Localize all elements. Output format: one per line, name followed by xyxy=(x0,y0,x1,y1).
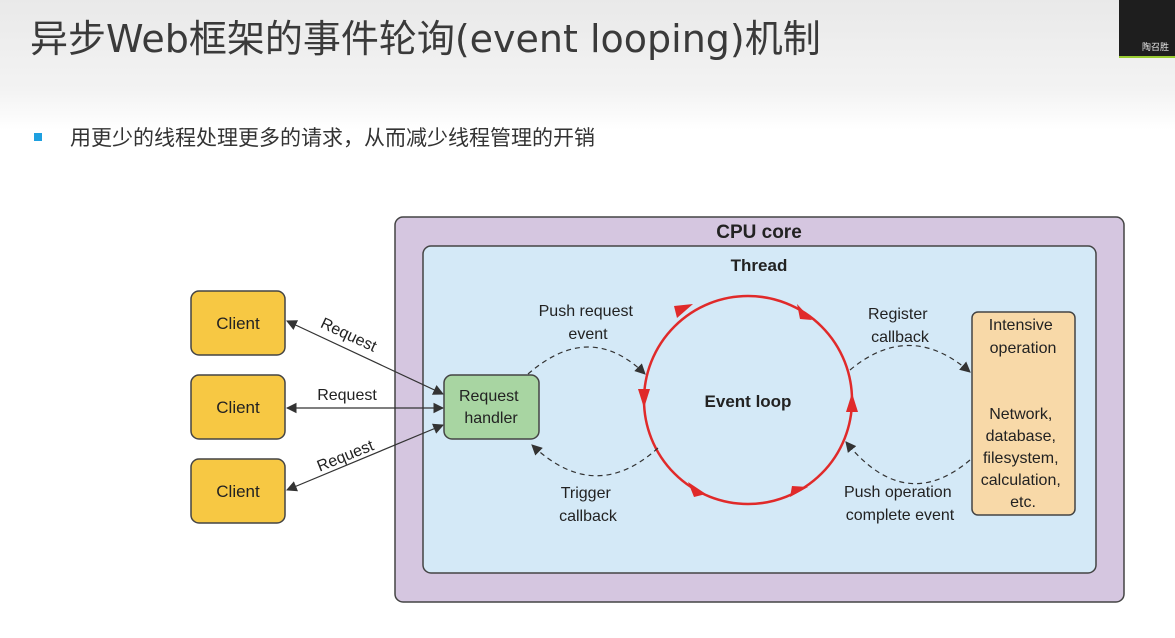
intensive-operation-examples: Network, database, filesystem, calculati… xyxy=(981,406,1066,511)
intensive-operation-example: database, xyxy=(986,428,1056,445)
push-operation-arrow xyxy=(845,441,971,485)
client-box: Client xyxy=(190,458,286,524)
trigger-callback-line: callback xyxy=(559,508,618,525)
trigger-callback-label: Trigger callback xyxy=(559,485,618,525)
request-handler-label: Request handler xyxy=(459,388,523,427)
event-loop-arrowhead xyxy=(790,486,808,497)
client-label: Client xyxy=(216,398,260,417)
push-operation-line: complete event xyxy=(846,507,955,524)
intensive-operation-box xyxy=(971,311,1076,516)
push-request-event-label: Push request event xyxy=(539,303,638,343)
intensive-operation-title-line: operation xyxy=(990,340,1057,357)
intensive-operation-example: Network, xyxy=(989,406,1052,423)
register-callback-line: callback xyxy=(871,329,930,346)
request-arrow xyxy=(286,423,444,492)
event-loop-arrowhead xyxy=(846,393,858,412)
client-label: Client xyxy=(216,314,260,333)
bullet-marker-icon xyxy=(34,133,42,141)
intensive-operation-example: filesystem, xyxy=(983,450,1059,467)
event-loop-arrowhead xyxy=(688,482,706,497)
intensive-operation-title-line: Intensive xyxy=(989,317,1053,334)
push-request-event-line: event xyxy=(568,326,608,343)
push-operation-label: Push operation complete event xyxy=(844,484,956,524)
slide-title: 异步Web框架的事件轮询(event looping)机制 xyxy=(30,17,821,61)
intensive-operation-title: Intensive operation xyxy=(989,317,1058,357)
request-label: Request xyxy=(315,437,377,475)
request-handler-line: handler xyxy=(464,410,518,427)
request-arrow xyxy=(286,320,444,395)
cpu-core-label: CPU core xyxy=(716,222,802,243)
request-handler-box xyxy=(443,374,540,440)
client-label: Client xyxy=(216,482,260,501)
client-box: Client xyxy=(190,374,286,440)
intensive-operation-example: calculation, xyxy=(981,472,1061,489)
push-operation-line: Push operation xyxy=(844,484,952,501)
presenter-video-thumbnail[interactable]: 陶召胜 xyxy=(1119,0,1175,58)
register-callback-arrow xyxy=(849,344,971,373)
trigger-callback-arrow xyxy=(531,444,659,477)
presenter-name: 陶召胜 xyxy=(1141,43,1169,53)
client-box: Client xyxy=(190,290,286,356)
bullet-text: 用更少的线程处理更多的请求，从而减少线程管理的开销 xyxy=(70,126,595,150)
event-loop-arrowheads xyxy=(638,304,858,497)
register-callback-line: Register xyxy=(868,306,928,323)
intensive-operation-example: etc. xyxy=(1010,494,1036,511)
event-loop-arrowhead xyxy=(638,389,650,408)
trigger-callback-line: Trigger xyxy=(561,485,612,502)
event-loop-arrowhead xyxy=(674,304,693,318)
push-request-event-line: Push request xyxy=(539,303,634,320)
event-loop-arrowhead xyxy=(797,304,812,320)
register-callback-label: Register callback xyxy=(868,306,932,346)
event-loop-label: Event loop xyxy=(705,392,792,411)
thread-label: Thread xyxy=(731,256,788,275)
push-request-arrow xyxy=(527,346,646,375)
request-label: Request xyxy=(317,387,377,404)
request-handler-line: Request xyxy=(459,388,519,405)
